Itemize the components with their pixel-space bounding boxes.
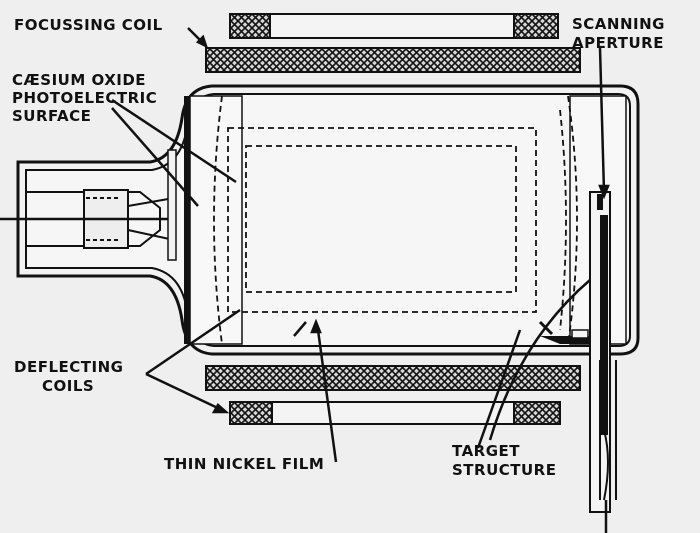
label-aperture: APERTURE: [572, 34, 664, 52]
focussing-coil-bottom: [205, 365, 581, 425]
label-deflecting: DEFLECTING: [14, 358, 123, 376]
electron-beam-paths: [213, 95, 578, 345]
label-structure: STRUCTURE: [452, 461, 556, 479]
tube-stem: [0, 189, 175, 249]
leader-lines: [111, 27, 610, 463]
label-surface: SURFACE: [12, 107, 91, 125]
label-photoelectric: PHOTOELECTRIC: [12, 89, 157, 107]
label-target: TARGET: [452, 442, 520, 460]
label-coils: COILS: [42, 377, 94, 395]
label-scanning: SCANNING: [572, 15, 665, 33]
label-thin-nickel-film: THIN NICKEL FILM: [164, 455, 324, 473]
label-focussing-coil: FOCUSSING COIL: [14, 16, 163, 34]
photocathode-plate: [167, 95, 243, 345]
label-caesium-oxide: CÆSIUM OXIDE: [12, 71, 146, 89]
focussing-coil-top: [205, 13, 581, 73]
